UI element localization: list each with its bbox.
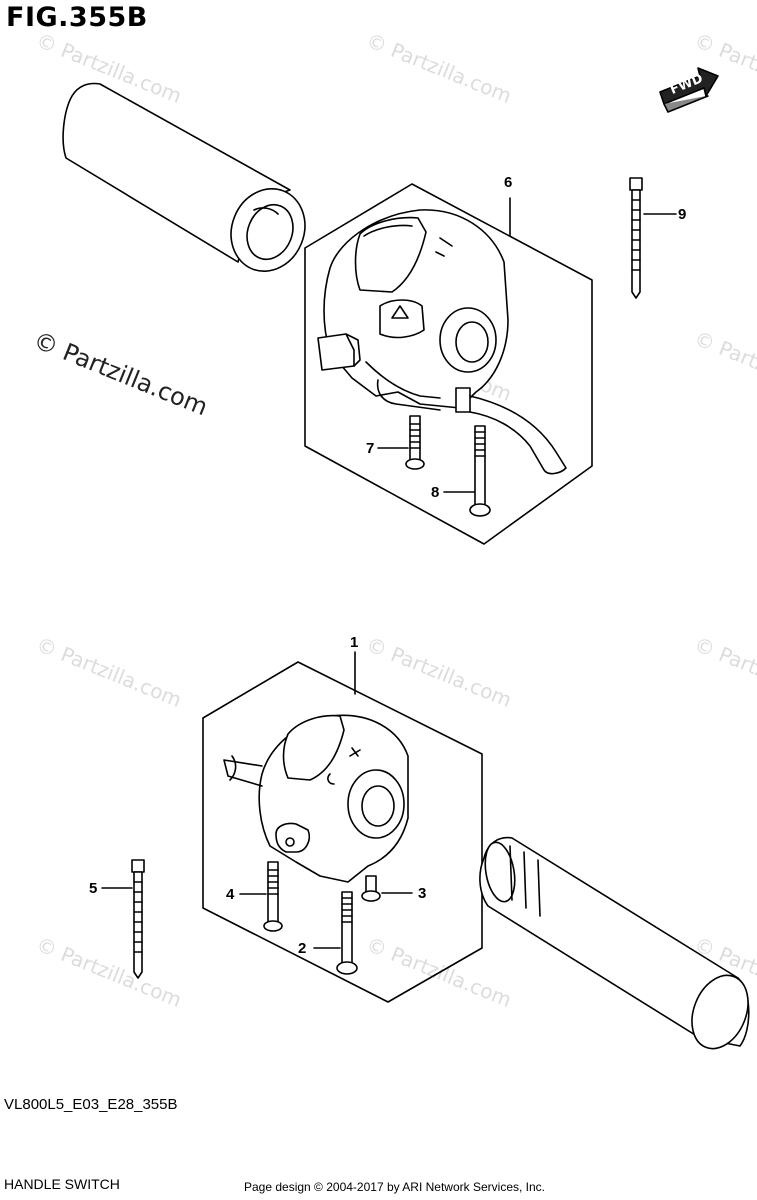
callout-6[interactable]: 6: [504, 174, 513, 191]
callout-7[interactable]: 7: [366, 440, 375, 457]
left-grip-drawing: [62, 82, 306, 273]
fwd-arrow-icon: [659, 67, 719, 113]
screw-4-drawing: [263, 861, 283, 932]
figure-title: FIG.355B: [6, 2, 148, 33]
callout-5[interactable]: 5: [89, 880, 98, 897]
screw-7-drawing: [405, 415, 425, 470]
callout-1[interactable]: 1: [350, 634, 359, 651]
figure-name: HANDLE SWITCH: [4, 1176, 120, 1192]
screw-3-drawing: [361, 875, 381, 902]
screw-8-drawing: [469, 425, 491, 517]
callout-3[interactable]: 3: [418, 885, 427, 902]
left-switch-housing-drawing: [223, 714, 409, 883]
right-switch-housing-drawing: [317, 209, 567, 475]
callout-8[interactable]: 8: [431, 484, 440, 501]
assembly-6-outline: [304, 183, 593, 545]
page-credit: Page design © 2004-2017 by ARI Network S…: [244, 1180, 546, 1194]
callout-4[interactable]: 4: [226, 886, 235, 903]
right-grip-drawing: [479, 836, 750, 1050]
screw-2-drawing: [336, 891, 358, 975]
callout-2[interactable]: 2: [298, 940, 307, 957]
assembly-1-outline: [202, 661, 483, 1003]
callout-9[interactable]: 9: [678, 206, 687, 223]
figure-code: VL800L5_E03_E28_355B: [4, 1096, 178, 1113]
cable-tie-5-drawing: [131, 859, 145, 979]
cable-tie-9-drawing: [629, 177, 643, 299]
